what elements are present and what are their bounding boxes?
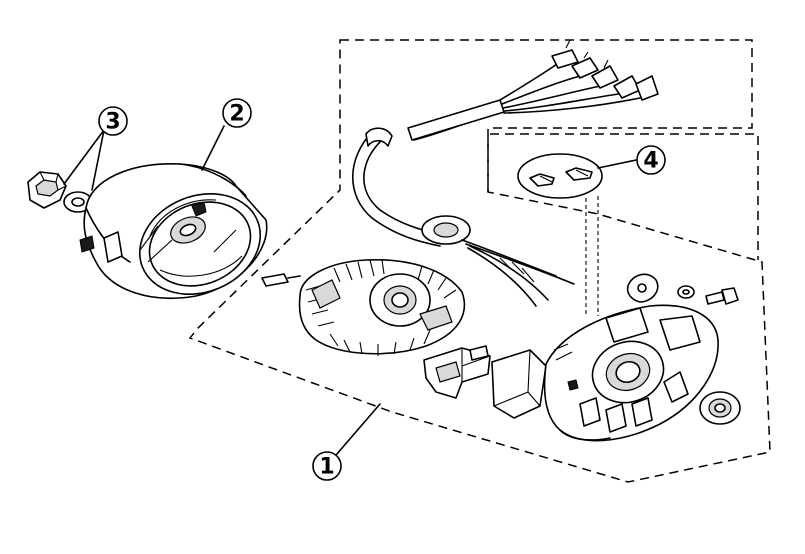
oil-seal bbox=[699, 391, 741, 425]
leader-4 bbox=[597, 159, 637, 169]
screws bbox=[517, 153, 603, 316]
leader-1 bbox=[329, 403, 381, 463]
callout-4-label: 4 bbox=[643, 149, 658, 174]
callout-4: 4 bbox=[636, 145, 666, 175]
stator-base-plate bbox=[491, 304, 719, 442]
bolt-and-washer bbox=[27, 171, 93, 213]
callout-1-label: 1 bbox=[319, 455, 334, 480]
stator-coil bbox=[261, 258, 466, 356]
callout-2-label: 2 bbox=[229, 102, 244, 127]
leader-3a bbox=[63, 129, 105, 185]
flywheel-rotor bbox=[79, 163, 268, 300]
leader-3b bbox=[91, 129, 105, 191]
assembly-4-outline bbox=[487, 133, 759, 260]
callout-3-label: 3 bbox=[105, 110, 120, 135]
callout-1: 1 bbox=[312, 451, 342, 481]
leader-2 bbox=[201, 125, 225, 171]
pickup-sensor bbox=[423, 345, 491, 399]
callout-3: 3 bbox=[98, 106, 128, 136]
clamp-and-bolt bbox=[626, 273, 739, 305]
callout-2: 2 bbox=[222, 98, 252, 128]
wiring-harness bbox=[352, 39, 659, 307]
assembly-1-outline bbox=[188, 39, 771, 483]
